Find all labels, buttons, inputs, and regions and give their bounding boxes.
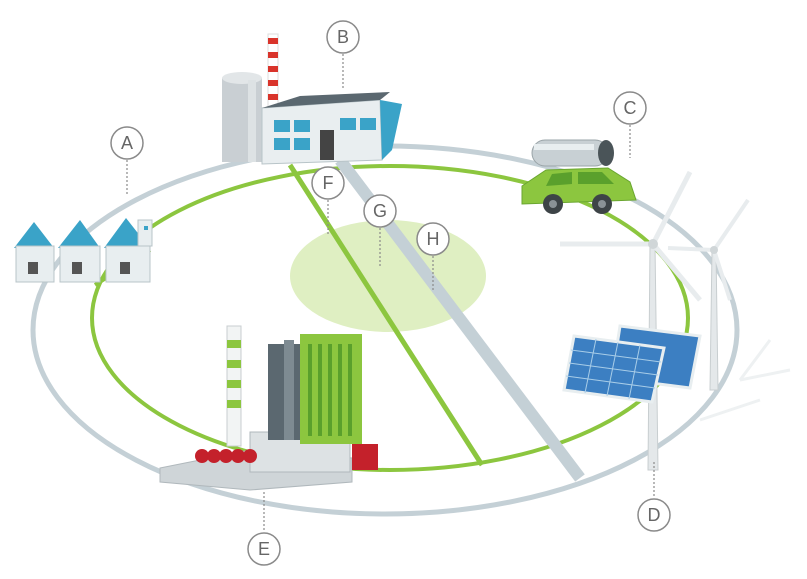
callout-label-b: B xyxy=(337,27,349,47)
factory-icon xyxy=(222,33,402,165)
callout-label-f: F xyxy=(323,173,334,193)
callout-g: G xyxy=(363,194,397,266)
wind-turbine-icon xyxy=(560,170,791,471)
callout-d: D xyxy=(637,462,671,532)
callout-label-a: A xyxy=(121,133,133,153)
callout-b: B xyxy=(326,20,360,90)
houses-icon xyxy=(14,218,153,283)
power-plant-icon xyxy=(159,325,378,491)
callout-a: A xyxy=(110,126,144,196)
electric-car-icon xyxy=(521,139,637,214)
callout-f: F xyxy=(311,166,345,236)
solar-panel-icon xyxy=(562,324,702,404)
callout-label-g: G xyxy=(373,201,387,221)
callout-c: C xyxy=(613,91,647,158)
callout-e: E xyxy=(247,492,281,566)
callout-h: H xyxy=(416,222,450,290)
inner-grid-ring xyxy=(90,164,690,472)
callout-label-h: H xyxy=(427,229,440,249)
callout-label-c: C xyxy=(624,98,637,118)
callout-label-d: D xyxy=(648,505,661,525)
callout-label-e: E xyxy=(258,539,270,559)
connection-line-f xyxy=(287,163,485,467)
